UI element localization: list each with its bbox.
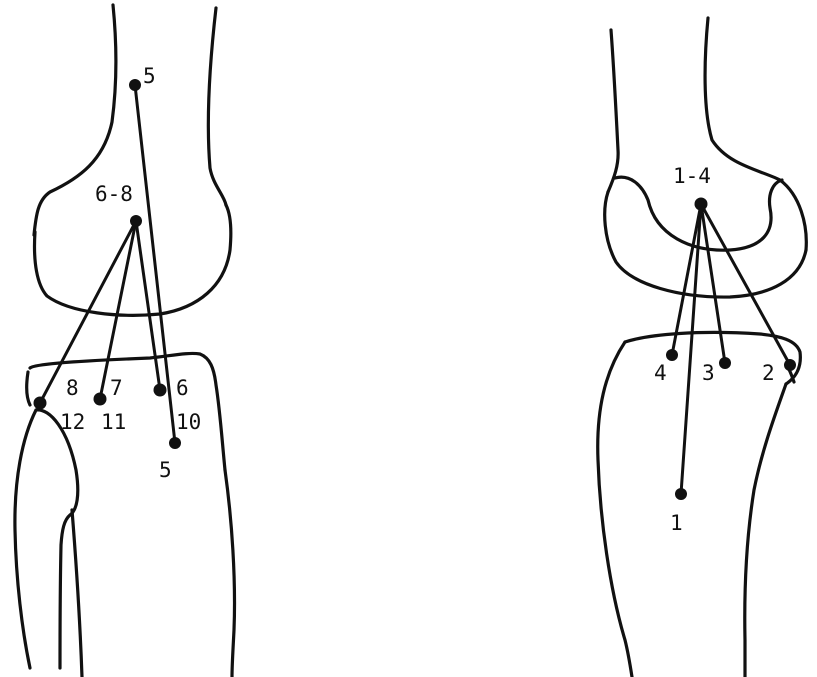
right-point-2 [784, 359, 796, 371]
label-right-4: 4 [654, 361, 667, 385]
right-tibia-right-edge [745, 384, 786, 677]
right-femur-shaft-right-edge [705, 18, 806, 250]
label-left-6-8: 6-8 [95, 182, 133, 206]
label-left-7: 7 [110, 376, 123, 400]
left-femur-shaft-right-edge [208, 8, 226, 205]
label-left-6: 6 [176, 376, 189, 400]
right-point-1-4 [695, 198, 708, 211]
label-right-2: 2 [762, 361, 775, 385]
label-left-11: 11 [101, 410, 126, 434]
right-femur-shaft-left-edge [608, 30, 618, 192]
left-point-5-bottom [169, 437, 181, 449]
left-ligament-7-11 [100, 221, 136, 399]
left-fibula-head [15, 410, 78, 668]
label-right-1-4: 1-4 [673, 164, 711, 188]
left-point-5-top [129, 79, 141, 91]
label-left-8: 8 [66, 376, 79, 400]
left-tibia-left-edge [72, 510, 82, 677]
right-point-4 [666, 349, 678, 361]
label-left-12: 12 [60, 410, 85, 434]
left-ligament-6-10 [136, 221, 160, 390]
label-right-3: 3 [702, 361, 715, 385]
right-point-3 [719, 357, 731, 369]
left-point-7-11 [94, 393, 107, 406]
left-point-6-10 [154, 384, 167, 397]
right-knee-view: 1-4 4 3 2 1 [598, 18, 807, 677]
right-ligament-1 [681, 204, 701, 494]
label-left-5-bottom: 5 [159, 458, 172, 482]
right-point-1 [675, 488, 687, 500]
label-left-5-top: 5 [143, 64, 156, 88]
left-point-8-12 [34, 397, 47, 410]
label-left-10: 10 [176, 410, 201, 434]
right-tibia-left-edge [598, 342, 632, 677]
left-tibia-right-edge [225, 470, 235, 677]
left-point-6-8 [130, 215, 142, 227]
left-knee-view: 5 6-8 8 7 6 12 11 10 5 [15, 5, 235, 677]
label-right-1: 1 [670, 511, 683, 535]
